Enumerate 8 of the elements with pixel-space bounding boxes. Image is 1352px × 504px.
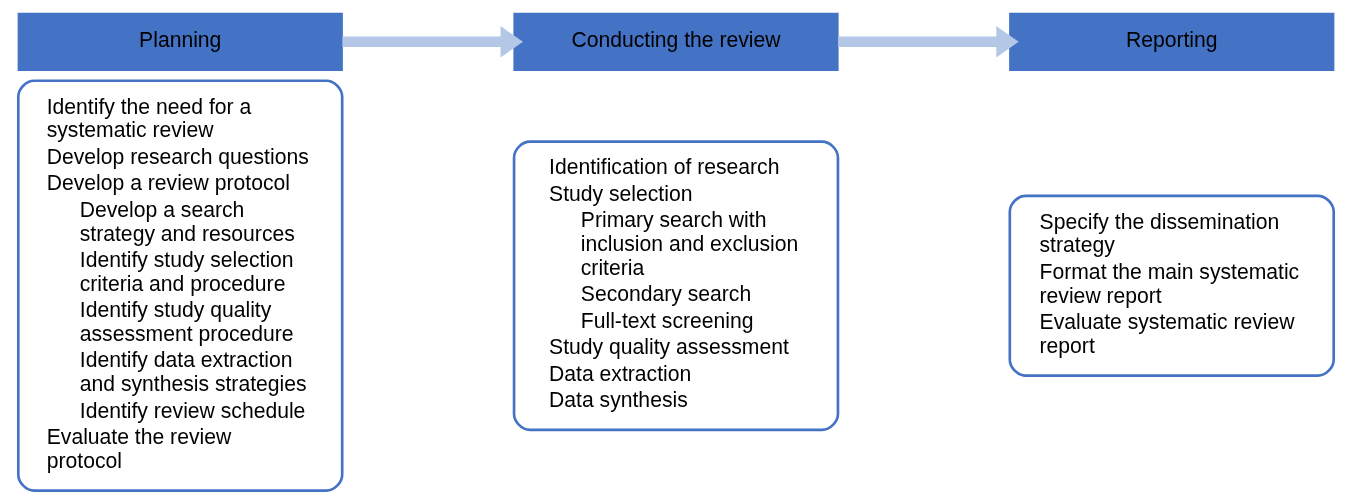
arrow (838, 26, 1019, 58)
arrow (342, 26, 523, 58)
node-box: Planning (17, 12, 343, 71)
node-box: Specify the dissemination strategy Format the main systematic review report Evaluate systematic review report (1008, 194, 1336, 377)
node-box: Conducting the review (513, 12, 839, 71)
node-box: Identification of research Study selection Primary search with inclusion and exclusion criteria Secondary search Full-text screening Study quality assessment Data extraction Data synthesis (512, 140, 840, 432)
node-box: Reporting (1009, 12, 1335, 71)
node-box: Identify the need for a systematic review Develop research questions Develop a review protocol Develop a search strategy and resources Identify study selection criteria and procedure Identify study quality assessment procedure Identify data extraction and synthesis strategies Identify review schedule Evaluate the review protocol (16, 79, 344, 492)
